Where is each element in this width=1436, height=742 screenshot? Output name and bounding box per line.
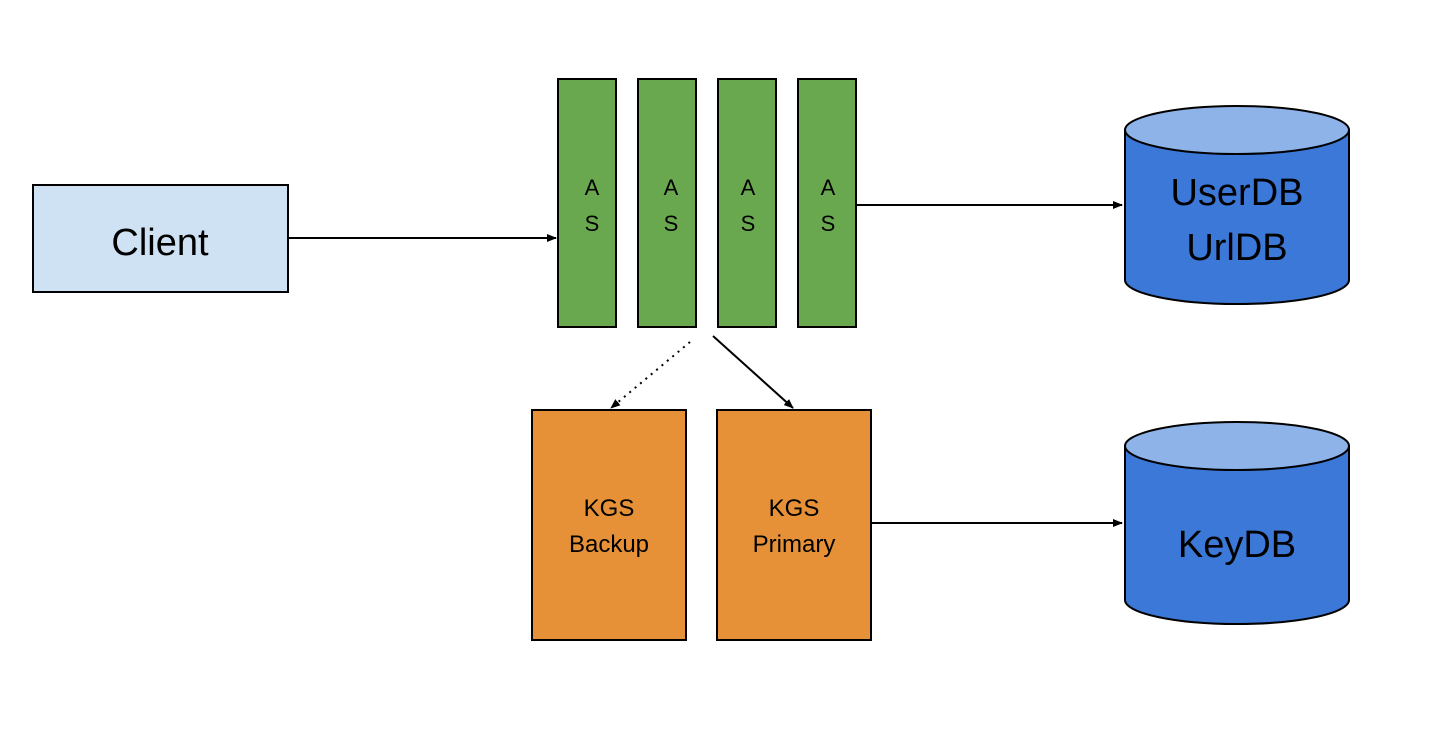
app-server-label-line2: S	[664, 211, 679, 236]
app-server-label-line1: A	[821, 175, 836, 200]
user-url-db-cylinder-top	[1124, 105, 1350, 155]
client-node: Client	[32, 184, 289, 293]
app-server-box	[717, 78, 777, 328]
client-label: Client	[111, 222, 209, 264]
kgs-primary-label-line2: Primary	[753, 531, 836, 558]
kgs-primary-box	[716, 409, 872, 641]
app-server: A S	[637, 78, 697, 328]
app-server: A S	[717, 78, 777, 328]
key-db-cylinder-body	[1124, 445, 1350, 625]
app-server-label-line1: A	[664, 175, 679, 200]
app-server-box	[797, 78, 857, 328]
app-server: A S	[557, 78, 617, 328]
app-server-label-line2: S	[741, 211, 756, 236]
kgs-backup-node: KGS Backup	[531, 409, 687, 641]
key-db-label: KeyDB	[1178, 524, 1296, 566]
kgs-backup-label-line2: Backup	[569, 531, 649, 558]
kgs-backup-box	[531, 409, 687, 641]
key-db-node: KeyDB	[1124, 421, 1350, 625]
user-url-db-label-line1: UserDB	[1170, 172, 1303, 214]
app-server-group: A S A S A S A S	[557, 78, 857, 328]
edge-app-servers-to-kgs-backup	[610, 341, 691, 409]
app-server-box	[557, 78, 617, 328]
kgs-primary-node: KGS Primary	[716, 409, 872, 641]
kgs-backup-label-line1: KGS	[584, 495, 635, 522]
app-server-label-line2: S	[585, 211, 600, 236]
user-url-db-label-line2: UrlDB	[1186, 227, 1287, 269]
user-url-db-node: UserDB UrlDB	[1124, 105, 1350, 305]
edge-app-servers-to-kgs-primary	[712, 335, 794, 409]
app-server-label-line1: A	[585, 175, 600, 200]
user-url-db-cylinder-body	[1124, 129, 1350, 305]
app-server-label-line1: A	[741, 175, 756, 200]
client-box	[32, 184, 289, 293]
kgs-primary-label-line1: KGS	[769, 495, 820, 522]
app-server: A S	[797, 78, 857, 328]
app-server-label-line2: S	[821, 211, 836, 236]
key-db-cylinder-top	[1124, 421, 1350, 471]
app-server-box	[637, 78, 697, 328]
